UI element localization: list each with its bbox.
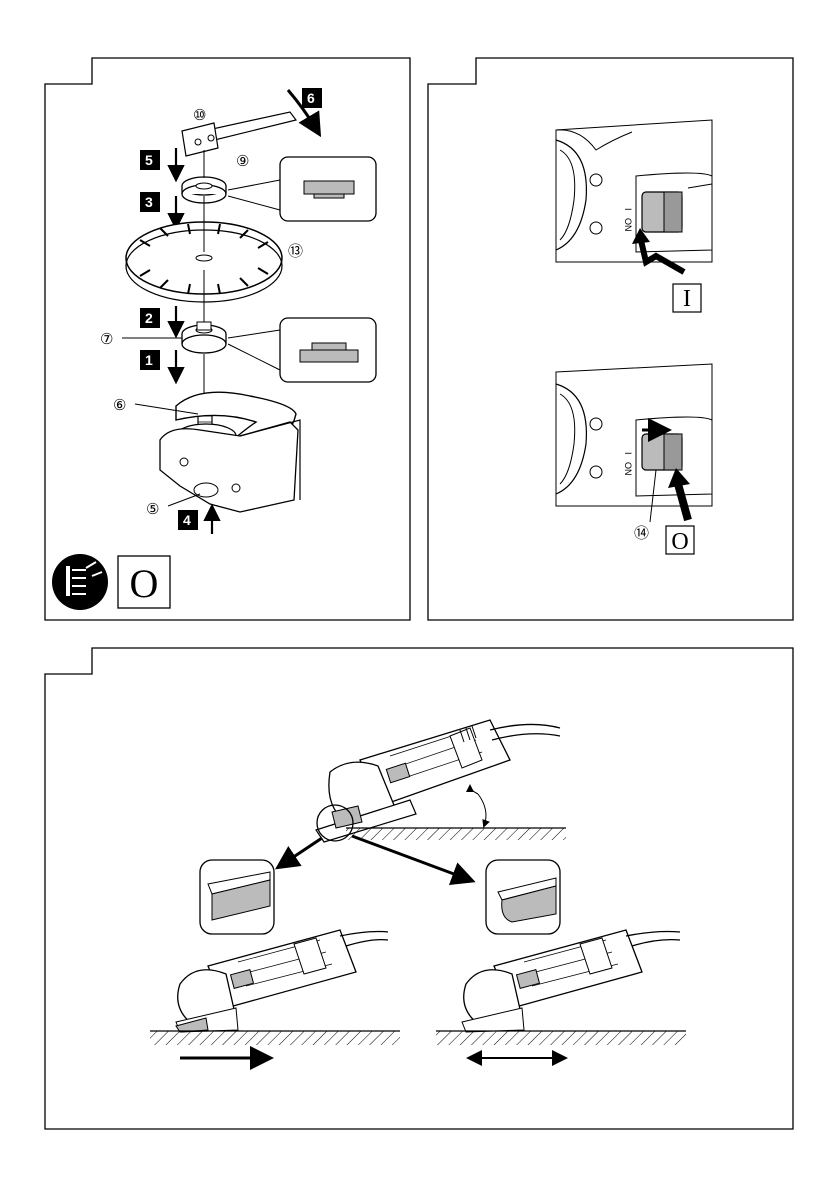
step-2-badge: 2: [145, 310, 153, 326]
grinder-oscillate-illustration: [462, 930, 680, 1032]
step-3-badge: 3: [145, 194, 153, 210]
step-6-badge: 6: [307, 90, 315, 106]
callout-5: ⑤: [146, 501, 159, 518]
switch-marking-label: ON: [623, 462, 633, 476]
switch-marking-on: I: [623, 208, 633, 211]
callout-7: ⑦: [100, 331, 113, 348]
switch-off-illustration: I ON: [556, 364, 712, 520]
off-symbol: O: [130, 561, 159, 606]
detail-arrow-right-icon: [352, 836, 470, 880]
hatched-surface-icon: [150, 1031, 400, 1045]
callout-14: ⑭: [634, 525, 649, 542]
usage-panel: [45, 648, 793, 1129]
angle-indicator-icon: [478, 794, 486, 826]
switch-marking-label: ON: [623, 218, 633, 232]
hatched-surface-icon: [346, 828, 566, 840]
callout-9: ⑨: [236, 153, 249, 170]
off-symbol: O: [671, 529, 688, 555]
on-symbol: I: [683, 286, 691, 312]
hatched-surface-icon: [436, 1031, 686, 1045]
callout-6: ⑥: [113, 397, 126, 414]
assembly-panel: ⑩ 6 5 ⑨ 3: [45, 58, 410, 620]
switch-marking-on: I: [623, 452, 633, 455]
blade-edge-new-box: [200, 860, 274, 934]
callout-13: ⑬: [288, 243, 303, 260]
step-1-badge: 1: [145, 352, 153, 368]
nut-detail-box: [228, 157, 376, 221]
flange-icon: [182, 322, 226, 353]
grinder-head-icon: [160, 392, 300, 512]
switch-panel: I ON I I ON ⑭ O: [428, 58, 793, 620]
unplug-power-icon: [52, 554, 108, 610]
callout-10: ⑩: [193, 107, 206, 124]
step-5-badge: 5: [145, 152, 153, 168]
step-4-badge: 4: [183, 512, 191, 528]
grinder-push-illustration: [176, 930, 388, 1032]
blade-edge-worn-box: [486, 860, 560, 934]
detail-arrow-left-icon: [280, 838, 322, 866]
flange-detail-box: [228, 318, 376, 382]
switch-on-illustration: I ON: [556, 120, 712, 272]
